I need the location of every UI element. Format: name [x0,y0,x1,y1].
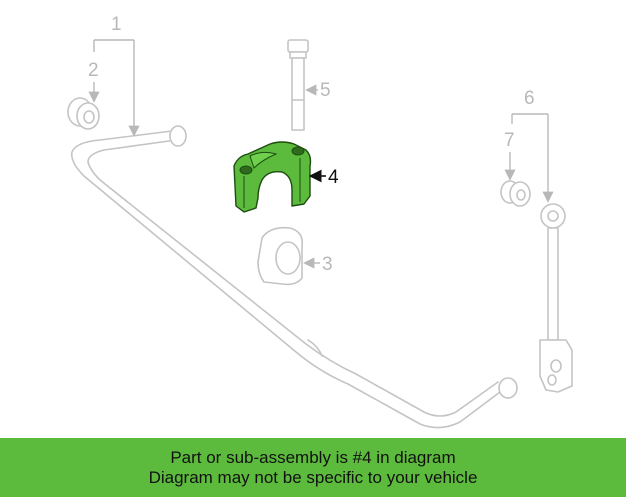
svg-text:5: 5 [320,80,331,101]
callout-1: 1 [93,14,140,137]
callout-3: 3 [303,254,333,275]
end-link-part-6[interactable] [539,203,573,393]
svg-text:6: 6 [524,88,535,109]
callout-6: 6 [511,88,554,203]
callout-2: 2 [88,60,100,103]
clamp-part-4[interactable] [233,141,312,213]
svg-text:2: 2 [88,60,99,81]
svg-text:1: 1 [111,14,122,35]
bolt-part-5[interactable] [287,39,309,131]
callout-5: 5 [305,80,331,101]
bushing-part-2[interactable] [67,97,100,130]
parts-diagram: 1 2 5 4 3 6 7 [67,14,573,429]
callout-7: 7 [504,130,516,181]
part-info-banner: Part or sub-assembly is #4 in diagram Di… [0,438,626,497]
bushing-part-7[interactable] [500,180,531,207]
bushing-part-3[interactable] [257,226,304,286]
svg-text:4: 4 [328,167,339,188]
svg-text:3: 3 [322,254,333,275]
stabilizer-bar[interactable] [70,125,518,429]
banner-line-part-number: Part or sub-assembly is #4 in diagram [170,447,456,467]
banner-line-disclaimer: Diagram may not be specific to your vehi… [148,467,478,487]
svg-text:7: 7 [504,130,515,151]
callout-4: 4 [308,167,339,188]
